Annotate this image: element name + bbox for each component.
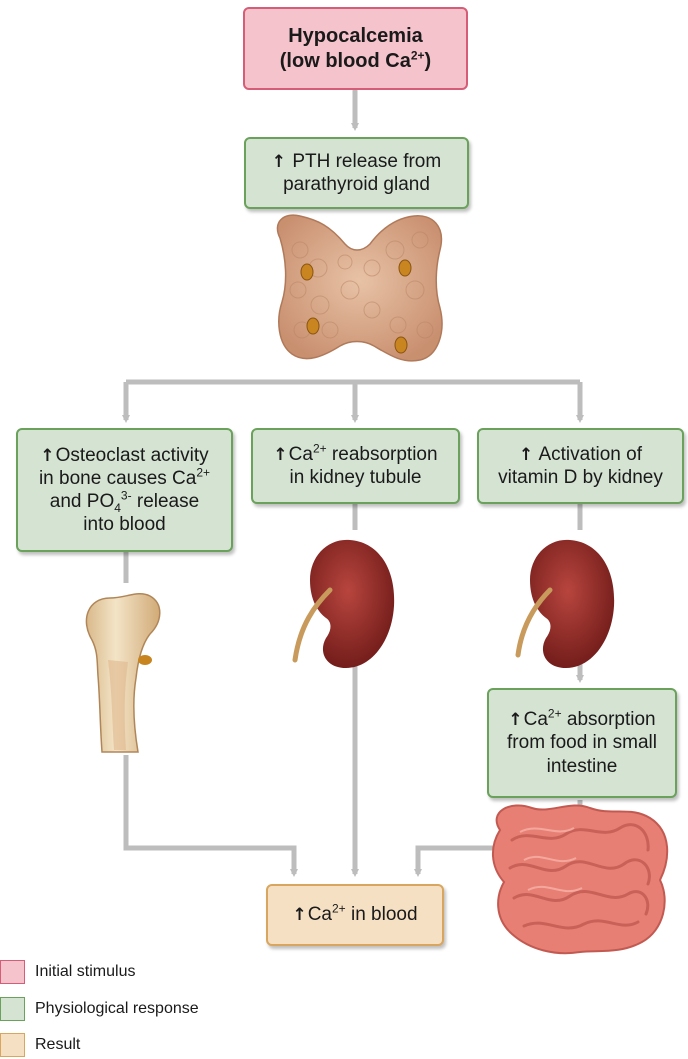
stimulus-box: Hypocalcemia (low blood Ca2+) <box>243 7 468 90</box>
legend-label-stimulus: Initial stimulus <box>35 962 135 982</box>
osteoclast-activity-box: ↑Osteoclast activity in bone causes Ca2+… <box>16 428 233 552</box>
kidney-illustration <box>518 540 614 668</box>
legend-swatch-stimulus <box>0 960 25 984</box>
increase-arrow-icon: ↑ <box>272 152 286 172</box>
increase-arrow-icon: ↑ <box>508 710 522 730</box>
legend-label-response: Physiological response <box>35 999 199 1019</box>
result-box: ↑Ca2+ in blood <box>266 884 444 946</box>
calcium-absorption-box: ↑Ca2+ absorption from food in small inte… <box>487 688 677 798</box>
legend-swatch-response <box>0 997 25 1021</box>
vitamin-d-activation-box: ↑ Activation of vitamin D by kidney <box>477 428 684 504</box>
small-intestine-illustration <box>493 805 667 953</box>
kidney-illustration <box>295 540 394 668</box>
increase-arrow-icon: ↑ <box>40 446 54 466</box>
bone-illustration <box>86 594 159 752</box>
stimulus-title: Hypocalcemia <box>288 24 423 48</box>
pth-release-box: ↑ PTH release from parathyroid gland <box>244 137 469 209</box>
calcium-reabsorption-box: ↑Ca2+ reabsorption in kidney tubule <box>251 428 460 504</box>
increase-arrow-icon: ↑ <box>519 445 533 465</box>
legend-swatch-result <box>0 1033 25 1057</box>
stimulus-subtitle: (low blood Ca2+) <box>280 49 431 73</box>
legend-label-result: Result <box>35 1035 80 1055</box>
increase-arrow-icon: ↑ <box>292 905 306 925</box>
parathyroid-gland-illustration <box>277 215 442 361</box>
increase-arrow-icon: ↑ <box>273 445 287 465</box>
